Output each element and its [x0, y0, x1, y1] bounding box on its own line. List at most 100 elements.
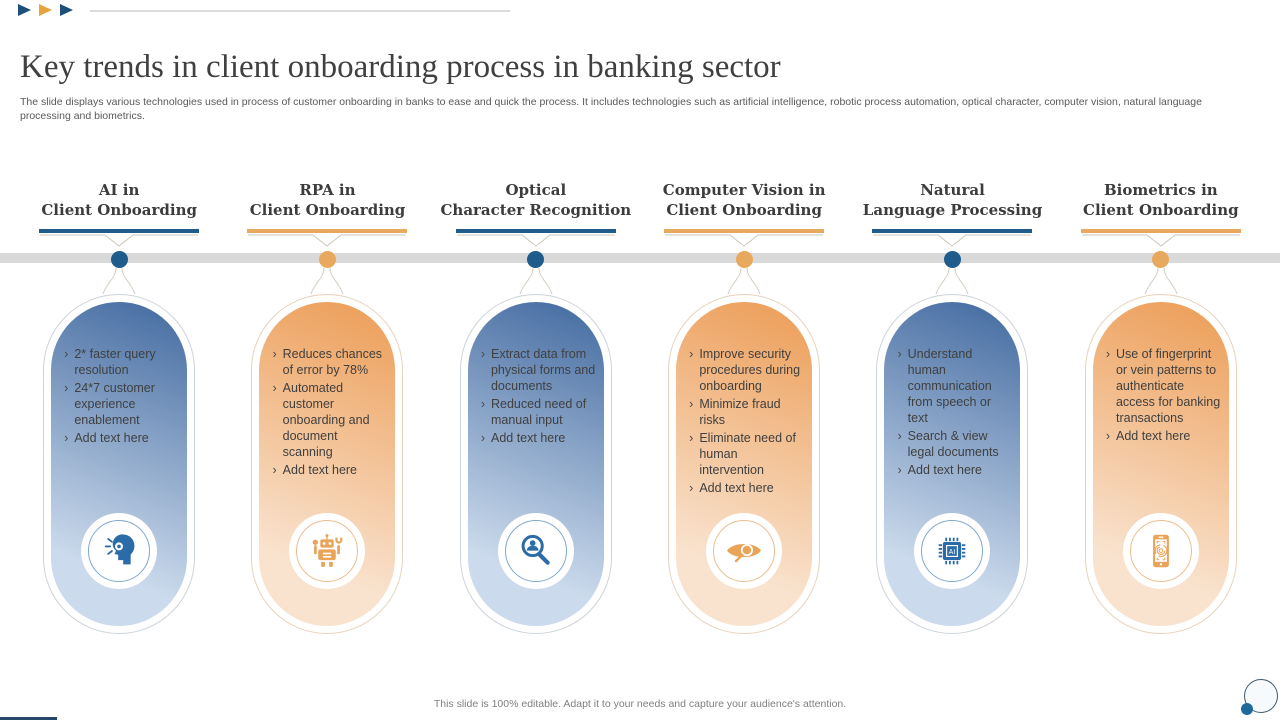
- bullet-list: › Understand human communication from spe…: [884, 302, 1020, 478]
- pill-icon-ring: [1129, 520, 1192, 582]
- bullet-marker: ›: [689, 481, 694, 495]
- bullet-text: Reduces chances of error by 78%: [282, 347, 383, 377]
- bracket-notch: [1081, 234, 1240, 247]
- trend-column: Natural Language Processing › Understand …: [848, 170, 1056, 634]
- pill-icon-ring: [88, 520, 151, 582]
- column-title-line2: Client Onboarding: [41, 201, 197, 220]
- ai-chip-icon: [932, 531, 972, 571]
- column-title-line1: Computer Vision in: [662, 181, 826, 200]
- bullet-text: Minimize fraud risks: [699, 397, 781, 427]
- bullet-marker: ›: [689, 431, 694, 445]
- column-title-line1: Biometrics in: [1103, 181, 1218, 200]
- bullet-marker: ›: [689, 397, 694, 411]
- bullet-marker: ›: [897, 429, 902, 443]
- column-title: RPA in Client Onboarding: [250, 170, 406, 221]
- pill-icon-ring: [504, 520, 567, 582]
- pill-icon-circle: [1122, 513, 1199, 589]
- pill-icon-ring: [713, 520, 776, 582]
- bottom-left-accent: [0, 717, 57, 720]
- dot-to-pill-connector: [727, 268, 761, 294]
- trend-pill: ›Improve security procedures during onbo…: [668, 294, 821, 634]
- bullet-item: › Minimize fraud risks: [689, 396, 804, 428]
- column-title: AI in Client Onboarding: [41, 170, 197, 221]
- bullet-marker: ›: [272, 381, 277, 395]
- page-title: Key trends in client onboarding process …: [20, 49, 781, 86]
- trend-column: RPA in Client Onboarding › Reduces chance…: [223, 170, 431, 634]
- bullet-text: Use of fingerprint or vein patterns to a…: [1115, 347, 1221, 425]
- column-accent-bar: [39, 229, 200, 233]
- bullet-list: › Use of fingerprint or vein patterns to …: [1093, 302, 1229, 444]
- top-divider-line: [90, 10, 510, 12]
- bracket-notch: [873, 234, 1032, 247]
- phone-fingerprint-icon: [1141, 531, 1181, 571]
- timeline-dot: [318, 251, 336, 268]
- trend-column: AI in Client Onboarding › 2* faster query…: [15, 170, 223, 634]
- bullet-marker: ›: [1105, 429, 1110, 443]
- bullet-text: Understand human communication from spee…: [907, 347, 992, 425]
- search-person-icon: [516, 531, 556, 571]
- column-title-line1: RPA in: [299, 181, 356, 200]
- arrow-icon: [39, 4, 52, 16]
- bullet-item: › Search & view legal documents: [897, 428, 1012, 460]
- bullet-item: ›24*7 customer experience enablement: [64, 380, 179, 428]
- bullet-text: 2* faster query resolution: [74, 347, 156, 377]
- trend-pill: › Understand human communication from spe…: [876, 294, 1029, 634]
- column-title: Natural Language Processing: [863, 170, 1042, 221]
- bullet-text: Reduced need of manual input: [490, 397, 587, 427]
- bullet-item: › Add text here: [689, 480, 804, 496]
- pill-icon-circle: [289, 513, 366, 589]
- trend-pill: ›Extract data from physical forms and do…: [459, 294, 612, 634]
- dot-to-pill-connector: [519, 268, 553, 294]
- bullet-text: Add text here: [907, 463, 983, 477]
- column-title-line1: Natural: [920, 181, 985, 200]
- bullet-item: ›Improve security procedures during onbo…: [689, 346, 804, 394]
- bullet-item: ›Reduced need of manual input: [481, 396, 596, 428]
- column-title-line2: Client Onboarding: [1083, 201, 1239, 220]
- bullet-item: ›Add text here: [897, 462, 1012, 478]
- dot-to-pill-connector: [311, 268, 344, 294]
- bullet-marker: ›: [64, 347, 69, 361]
- timeline-dot: [110, 251, 128, 268]
- trend-pill-fill: › 2* faster query resolution›24*7 custome…: [51, 302, 188, 626]
- arrow-icon: [18, 4, 31, 16]
- bullet-marker: ›: [480, 347, 485, 361]
- bullet-list: ›Extract data from physical forms and do…: [468, 302, 604, 446]
- bullet-list: › 2* faster query resolution›24*7 custome…: [51, 302, 187, 446]
- column-title-line2: Client Onboarding: [666, 201, 822, 220]
- bullet-marker: ›: [272, 347, 277, 361]
- column-accent-bar: [455, 229, 616, 233]
- bullet-item: › Use of fingerprint or vein patterns to …: [1106, 346, 1221, 426]
- bullet-text: Search & view legal documents: [907, 429, 999, 459]
- timeline-dot: [943, 251, 961, 268]
- column-accent-bar: [247, 229, 408, 233]
- bullet-marker: ›: [1105, 347, 1110, 361]
- footer-note: This slide is 100% editable. Adapt it to…: [433, 698, 847, 710]
- trend-pill-fill: ›Reduces chances of error by 78%›Automat…: [259, 302, 396, 626]
- column-accent-bar: [1080, 229, 1241, 233]
- bullet-item: › Reduces chances of error by 78%: [272, 346, 387, 378]
- bullet-marker: ›: [64, 431, 69, 445]
- slide-subtitle: The slide displays various technologies …: [20, 95, 1202, 123]
- bullet-text: Add text here: [1115, 429, 1191, 443]
- trend-pill-fill: › Understand human communication from spe…: [884, 302, 1021, 626]
- trend-pill-fill: ›Extract data from physical forms and do…: [467, 302, 604, 626]
- bullet-marker: ›: [64, 381, 69, 395]
- dot-to-pill-connector: [102, 268, 136, 294]
- timeline-band: [0, 253, 1280, 263]
- bullet-text: Add text here: [282, 463, 358, 477]
- timeline-dot: [527, 251, 545, 268]
- bullet-text: Add text here: [699, 481, 774, 495]
- column-title: Biometrics in Client Onboarding: [1083, 170, 1239, 221]
- trend-pill: › 2* faster query resolution›24*7 custome…: [43, 294, 196, 634]
- pill-icon-circle: [914, 513, 991, 589]
- column-title: Computer Vision in Client Onboarding: [663, 170, 826, 221]
- trend-pill: ›Reduces chances of error by 78%›Automat…: [251, 294, 404, 634]
- bracket-notch: [665, 234, 824, 247]
- bullet-item: ›Extract data from physical forms and do…: [481, 346, 596, 394]
- corner-dot-decoration: [1241, 703, 1253, 715]
- dot-to-pill-connector: [1144, 268, 1178, 294]
- pill-icon-ring: [921, 520, 984, 582]
- trend-column: Biometrics in Client Onboarding › Use of …: [1057, 170, 1265, 634]
- bullet-list: ›Reduces chances of error by 78%›Automat…: [259, 302, 395, 478]
- pill-icon-circle: [81, 513, 158, 589]
